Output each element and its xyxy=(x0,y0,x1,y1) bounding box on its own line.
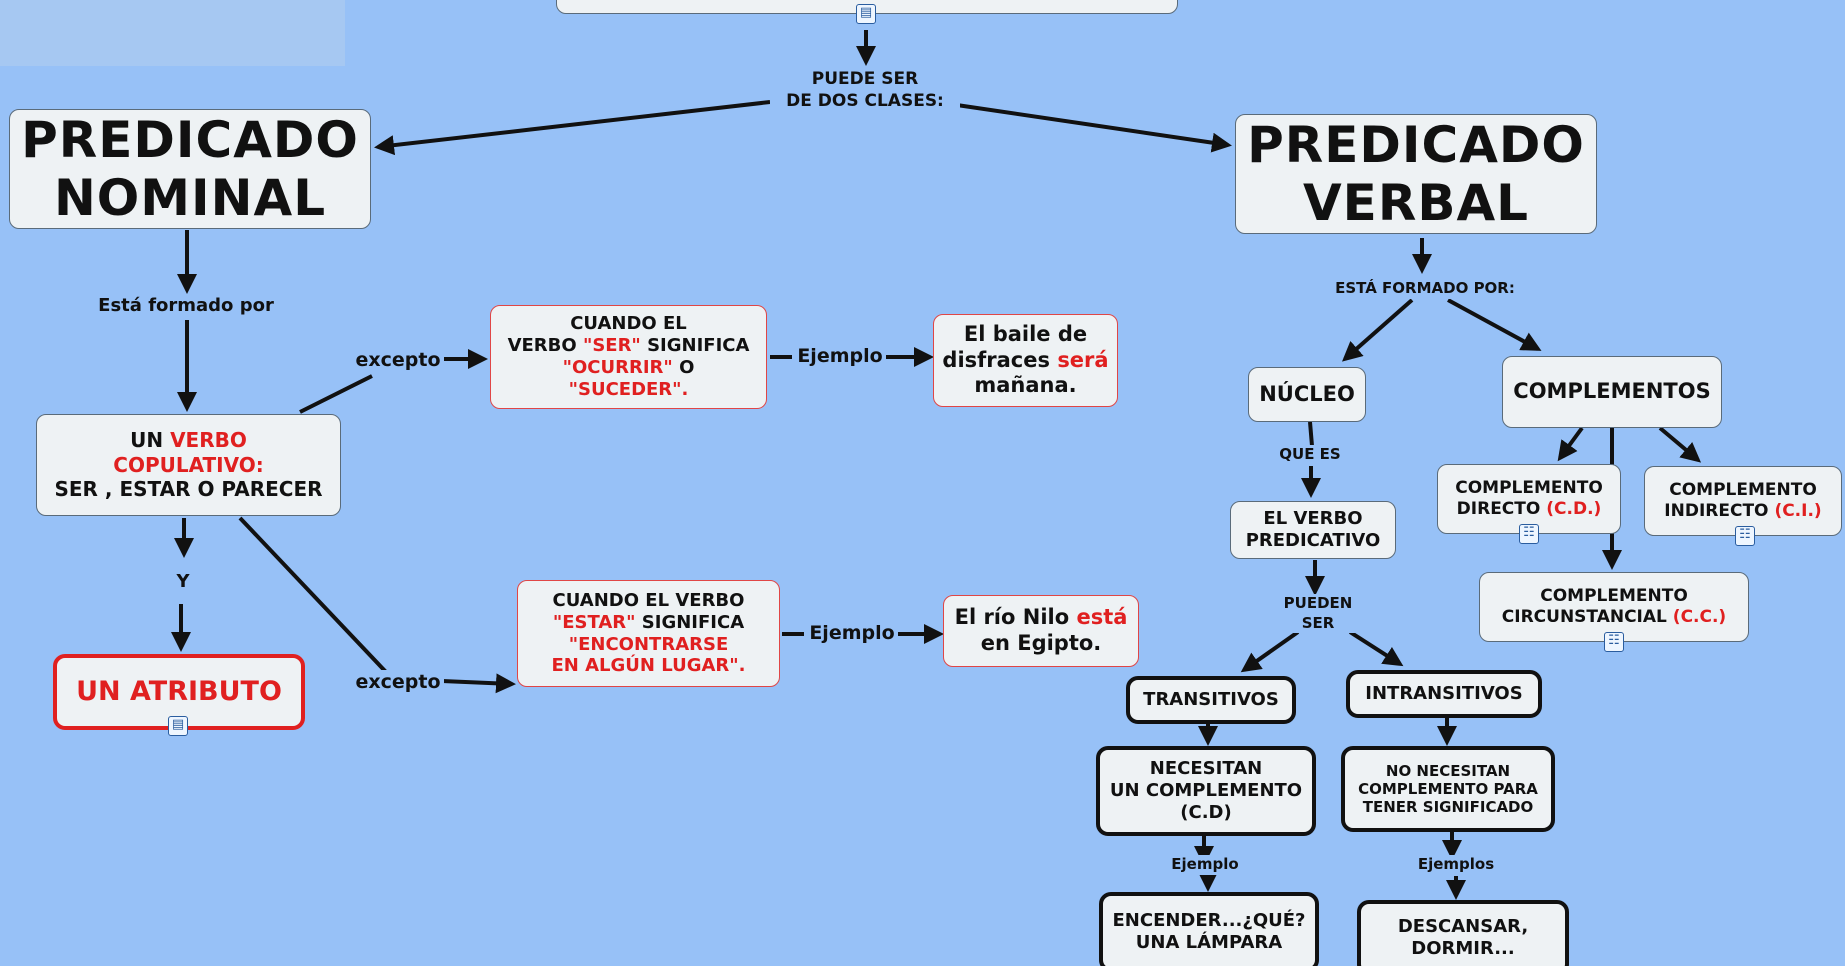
intransitive-example-label: Ejemplos xyxy=(1410,855,1502,875)
note-icon[interactable]: ▤ xyxy=(856,4,876,24)
line-to-except-1 xyxy=(299,374,373,414)
estar-case-text-2: "ESTAR" xyxy=(552,611,636,633)
ci-text: COMPLEMENTO INDIRECTO xyxy=(1664,480,1817,521)
ser-case-node[interactable]: CUANDO EL VERBO "SER" SIGNIFICA "OCURRIR… xyxy=(490,305,767,409)
nominal-formed-by-label: Está formado por xyxy=(96,294,276,318)
transitive-example-node[interactable]: ENCENDER...¿QUÉ? UNA LÁMPARA xyxy=(1099,892,1319,966)
arrow-to-verbal xyxy=(949,102,1232,153)
estar-example-text-3: en Egipto. xyxy=(980,631,1102,655)
ser-case-text-1: CUANDO EL VERBO xyxy=(507,313,687,357)
transitive-example-label: Ejemplo xyxy=(1162,855,1248,875)
predicative-verb-node[interactable]: EL VERBO PREDICATIVO xyxy=(1230,501,1396,559)
verbal-formed-by-label: ESTÁ FORMADO POR: xyxy=(1320,279,1530,299)
copulative-prefix: UN xyxy=(130,428,171,453)
ser-example-text-1: El baile de disfraces xyxy=(942,322,1088,372)
arrow-to-complements xyxy=(1447,298,1542,351)
root-connector-label: PUEDE SER DE DOS CLASES: xyxy=(770,68,960,113)
predicado-verbal-node[interactable]: PREDICADO VERBAL xyxy=(1235,114,1597,234)
nucleus-node[interactable]: NÚCLEO xyxy=(1248,367,1366,422)
copulative-verb-node[interactable]: UN VERBO COPULATIVO:SER , ESTAR O PARECE… xyxy=(36,414,341,516)
arrow-to-nucleus xyxy=(1341,298,1414,362)
estar-case-text-1: CUANDO EL VERBO xyxy=(552,589,745,611)
copulative-verb-red: VERBO COPULATIVO: xyxy=(113,428,264,477)
ser-case-text-2: "SER" xyxy=(582,335,641,357)
arrow-to-transitive xyxy=(1240,630,1300,673)
ser-example-node[interactable]: El baile de disfraces será mañana. xyxy=(933,314,1118,407)
arrow-except-2 xyxy=(441,673,516,694)
ser-case-text-4: "OCURRIR" xyxy=(562,357,673,378)
ser-case-text-6: "SUCEDER". xyxy=(568,378,689,400)
submap-icon[interactable]: ☷ xyxy=(1735,526,1755,546)
estar-case-node[interactable]: CUANDO EL VERBO "ESTAR" SIGNIFICA "ENCON… xyxy=(517,580,780,687)
ci-abbr: (C.I.) xyxy=(1774,501,1822,521)
direct-complement-node[interactable]: COMPLEMENTO DIRECTO (C.D.) xyxy=(1437,464,1621,534)
top-left-panel xyxy=(0,0,345,66)
estar-case-text-3: SIGNIFICA xyxy=(641,611,745,633)
except-label-1: excepto xyxy=(352,348,444,373)
ser-example-text-2: será xyxy=(1057,347,1109,372)
arrow-to-cd xyxy=(1557,426,1584,462)
ser-example-label: Ejemplo xyxy=(794,344,886,369)
submap-icon[interactable]: ☷ xyxy=(1519,524,1539,544)
except-label-2: excepto xyxy=(352,670,444,695)
estar-example-label: Ejemplo xyxy=(806,621,898,646)
indirect-complement-node[interactable]: COMPLEMENTO INDIRECTO (C.I.) xyxy=(1644,466,1842,536)
estar-example-text-1: El río Nilo xyxy=(954,605,1077,630)
estar-example-text-2: está xyxy=(1076,605,1128,630)
complements-node[interactable]: COMPLEMENTOS xyxy=(1502,356,1722,428)
circumstantial-complement-node[interactable]: COMPLEMENTO CIRCUNSTANCIAL (C.C.) xyxy=(1479,572,1749,642)
ser-case-text-5: O xyxy=(679,357,695,378)
cd-text: COMPLEMENTO DIRECTO xyxy=(1455,478,1603,519)
pueden-ser-label: PUEDEN SER xyxy=(1276,594,1360,633)
intransitive-example-node[interactable]: DESCANSAR, DORMIR... xyxy=(1357,900,1569,966)
intransitive-desc-node[interactable]: NO NECESITAN COMPLEMENTO PARA TENER SIGN… xyxy=(1341,746,1555,832)
and-label: Y xyxy=(168,570,198,594)
cd-abbr: (C.D.) xyxy=(1546,499,1602,519)
arrow-to-nominal xyxy=(374,100,771,156)
intransitive-node[interactable]: INTRANSITIVOS xyxy=(1346,670,1542,718)
copulative-verb-list: SER , ESTAR O PARECER xyxy=(54,477,323,502)
cc-abbr: (C.C.) xyxy=(1672,607,1727,627)
submap-icon[interactable]: ☷ xyxy=(1604,632,1624,652)
transitive-desc-node[interactable]: NECESITAN UN COMPLEMENTO (C.D) xyxy=(1096,746,1316,836)
predicado-nominal-node[interactable]: PREDICADO NOMINAL xyxy=(9,109,371,229)
note-icon[interactable]: ▤ xyxy=(168,716,188,736)
arrow-to-ci xyxy=(1658,426,1702,463)
que-es-label: QUE ES xyxy=(1268,445,1352,465)
estar-example-node[interactable]: El río Nilo está en Egipto. xyxy=(943,595,1139,667)
line-to-except-2 xyxy=(238,516,388,674)
line-nucleus-down xyxy=(1308,421,1314,447)
transitive-node[interactable]: TRANSITIVOS xyxy=(1126,676,1296,724)
estar-case-text-4: "ENCONTRARSE EN ALGÚN LUGAR". xyxy=(551,633,746,677)
cc-text: COMPLEMENTO CIRCUNSTANCIAL xyxy=(1501,586,1688,627)
arrow-to-intransitive xyxy=(1348,630,1404,667)
ser-case-text-3: SIGNIFICA xyxy=(647,335,750,357)
ser-example-text-3: mañana. xyxy=(974,373,1077,398)
